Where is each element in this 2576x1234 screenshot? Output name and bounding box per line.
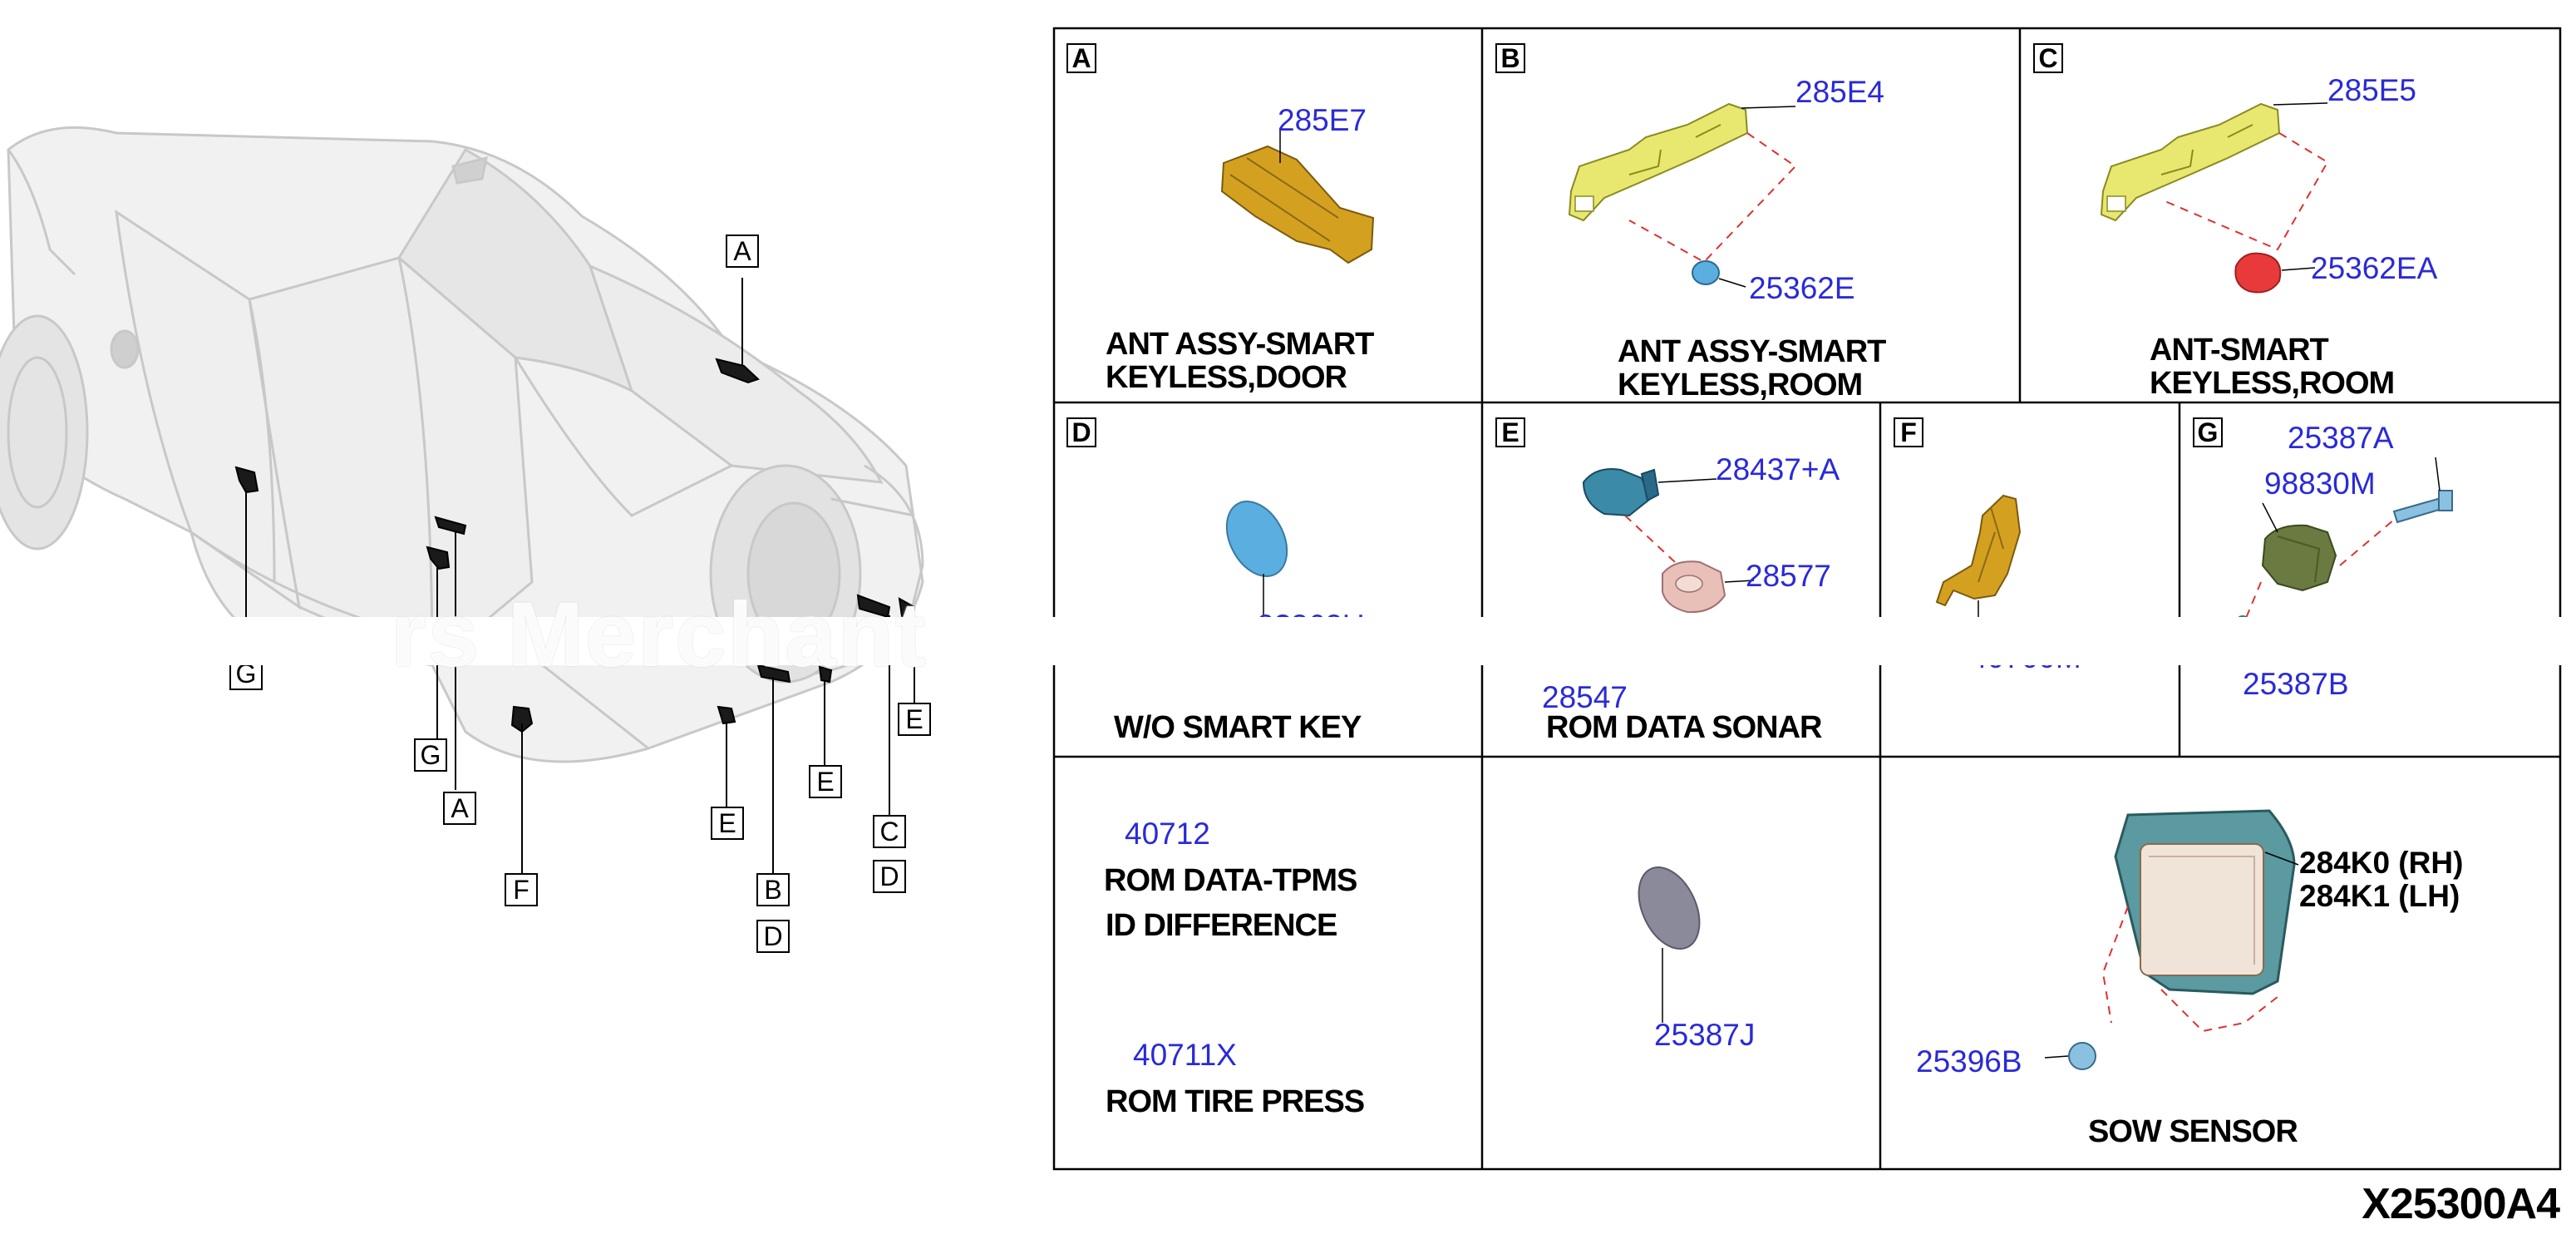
- part-number-25387a[interactable]: 25387A: [2288, 421, 2394, 455]
- sonar-sensor-illustration: [1582, 468, 1755, 614]
- vehicle-callout-a-front[interactable]: A: [443, 792, 476, 825]
- part-number-40712[interactable]: 40712: [1125, 817, 1210, 851]
- panel-e-letter: E: [1495, 417, 1525, 447]
- part-marker-f: [510, 705, 534, 733]
- part-marker-g-left: [234, 466, 259, 494]
- vehicle-callout-d1[interactable]: D: [756, 920, 790, 953]
- vehicle-callout-e2[interactable]: E: [809, 765, 842, 798]
- part-number-25387b[interactable]: 25387B: [2243, 667, 2349, 701]
- part-number-25396b[interactable]: 25396B: [1916, 1044, 2022, 1079]
- vehicle-callout-e3[interactable]: E: [898, 703, 931, 736]
- part-number-285e5[interactable]: 285E5: [2327, 73, 2416, 107]
- vehicle-callout-c[interactable]: C: [873, 815, 906, 848]
- part-number-284k0-rh[interactable]: 284K0 (RH): [2299, 846, 2464, 880]
- panel-b-description-line2: KEYLESS,ROOM: [1618, 368, 1863, 402]
- antenna-room-illustration-c: [2100, 102, 2329, 294]
- part-number-25362ea[interactable]: 25362EA: [2311, 251, 2438, 285]
- cover-disc-illustration-d: [1225, 501, 1288, 615]
- panel-c-description-line1: ANT-SMART: [2150, 333, 2329, 368]
- antenna-room-illustration-b: [1568, 102, 1797, 288]
- panel-b-letter: B: [1495, 43, 1525, 73]
- vehicle-overview-illustration: [0, 126, 924, 873]
- panel-j-description: SOW SENSOR: [2088, 1114, 2298, 1149]
- diagram-code: X25300A4: [2362, 1180, 2560, 1228]
- panel-c-description-line2: KEYLESS,ROOM: [2150, 366, 2395, 401]
- vehicle-callout-f[interactable]: F: [505, 873, 538, 906]
- panel-g-letter: G: [2193, 417, 2223, 447]
- panel-f-letter: F: [1894, 417, 1923, 447]
- part-number-284k1-lh[interactable]: 284K1 (LH): [2299, 879, 2460, 913]
- vehicle-body-outline: [0, 126, 924, 763]
- part-number-40711x[interactable]: 40711X: [1133, 1038, 1237, 1072]
- panel-h-description-line1: ROM DATA-TPMS: [1104, 863, 1357, 898]
- watermark-text: rs Merchant: [391, 584, 928, 686]
- part-number-285e7[interactable]: 285E7: [1278, 103, 1367, 137]
- vehicle-callout-a-rear[interactable]: A: [726, 234, 759, 268]
- part-marker-b: [756, 664, 791, 684]
- panel-c-letter: C: [2033, 43, 2063, 73]
- panel-a-description-line2: KEYLESS,DOOR: [1106, 360, 1347, 395]
- panel-e-description: ROM DATA SONAR: [1546, 710, 1822, 745]
- part-number-98830m[interactable]: 98830M: [2264, 466, 2376, 501]
- part-marker-e2: [818, 665, 833, 684]
- panel-b-description-line1: ANT ASSY-SMART: [1618, 334, 1886, 369]
- part-marker-g-front: [426, 545, 451, 570]
- panel-a-letter: A: [1066, 43, 1096, 73]
- part-number-285e4[interactable]: 285E4: [1795, 75, 1884, 109]
- camera-illustration-g: [2234, 457, 2453, 666]
- cover-disc-illustration-i: [1638, 866, 1701, 1023]
- panel-h-description-line2: ID DIFFERENCE: [1106, 908, 1337, 943]
- vehicle-callout-d2[interactable]: D: [873, 860, 906, 893]
- antenna-door-illustration: [1220, 129, 1375, 264]
- panel-d-letter: D: [1066, 417, 1096, 447]
- part-number-28577[interactable]: 28577: [1746, 559, 1831, 593]
- part-number-25387j[interactable]: 25387J: [1654, 1018, 1756, 1052]
- panel-d-description: W/O SMART KEY: [1114, 710, 1362, 745]
- part-marker-e1: [717, 705, 736, 725]
- vehicle-callout-g-front[interactable]: G: [414, 738, 447, 772]
- vehicle-callout-b[interactable]: B: [756, 873, 790, 906]
- part-marker-a-front: [434, 516, 467, 536]
- watermark-band: [0, 617, 2576, 665]
- vehicle-callout-e1[interactable]: E: [711, 807, 744, 840]
- part-number-28437a[interactable]: 28437+A: [1716, 452, 1840, 486]
- vehicle-part-markers: [234, 358, 916, 733]
- panel-h-description-line3: ROM TIRE PRESS: [1106, 1084, 1365, 1119]
- part-marker-a-rear: [715, 358, 760, 384]
- sow-sensor-illustration: [2044, 809, 2299, 1070]
- part-number-25362e[interactable]: 25362E: [1749, 271, 1855, 305]
- part-number-28547[interactable]: 28547: [1542, 680, 1628, 714]
- panel-a-description-line1: ANT ASSY-SMART: [1106, 327, 1374, 362]
- parts-grid-lines: [1052, 27, 2562, 1171]
